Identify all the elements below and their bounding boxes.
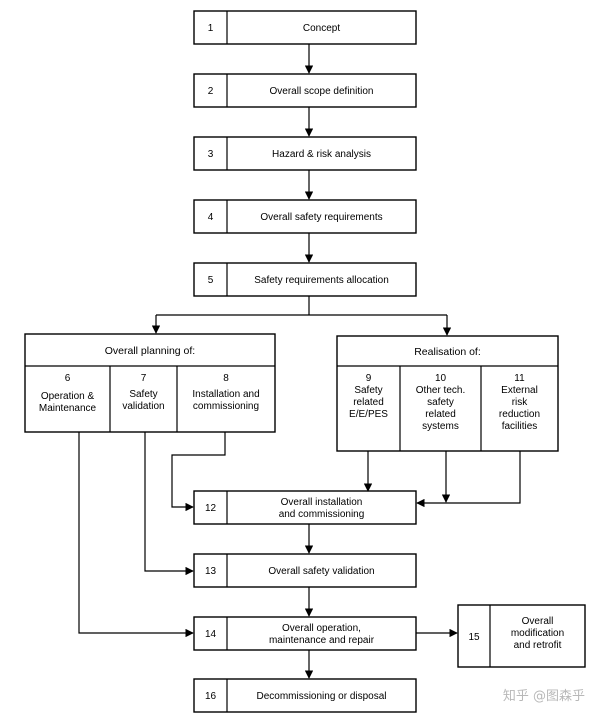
step-12-box: 12 Overall installation and commissionin…	[193, 490, 417, 525]
arrow-7-to-13	[144, 432, 194, 576]
step-13-number: 13	[205, 566, 217, 577]
step-5-label: Safety requirements allocation	[254, 275, 389, 286]
realisation-9-number: 9	[366, 373, 372, 384]
step-3-label: Hazard & risk analysis	[272, 149, 371, 160]
planning-header: Overall planning of:	[105, 345, 195, 357]
realisation-9-line-1: Safety	[354, 385, 382, 396]
realisation-11-line-4: facilities	[502, 421, 538, 432]
step-16-label: Decommissioning or disposal	[256, 691, 386, 702]
step-14-number: 14	[205, 629, 217, 640]
realisation-10-line-3: related	[425, 409, 456, 420]
step-16-number: 16	[205, 691, 217, 702]
watermark-text: 知乎 @图森乎	[503, 688, 585, 704]
step-15-box: 15 Overall modification and retrofit	[457, 604, 586, 668]
planning-6-line-2: Maintenance	[39, 403, 97, 414]
planning-8-line-2: commissioning	[193, 401, 259, 412]
step-2-number: 2	[208, 86, 214, 97]
realisation-10-line-4: systems	[422, 421, 459, 432]
step-4-box: 4 Overall safety requirements	[193, 199, 417, 234]
planning-7-line-2: validation	[122, 401, 164, 412]
arrow-11-to-12	[416, 451, 521, 508]
arrow-8-to-12	[171, 432, 226, 512]
step-12-line-1: Overall installation	[281, 497, 363, 508]
step-13-label: Overall safety validation	[268, 566, 374, 577]
realisation-10-line-2: safety	[427, 397, 454, 408]
realisation-11-number: 11	[514, 373, 525, 384]
realisation-9-line-3: E/E/PES	[349, 409, 388, 420]
step-15-number: 15	[468, 632, 480, 643]
realisation-block: Realisation of: 9 Safety related E/E/PES…	[336, 335, 559, 452]
step-16-box: 16 Decommissioning or disposal	[193, 678, 417, 713]
step-1-label: Concept	[303, 23, 340, 34]
step-15-line-1: Overall	[522, 616, 554, 627]
step-1-box: 1 Concept	[193, 10, 417, 45]
step-5-number: 5	[208, 275, 214, 286]
realisation-10-line-1: Other tech.	[416, 385, 465, 396]
step-2-label: Overall scope definition	[270, 86, 374, 97]
step-14-box: 14 Overall operation, maintenance and re…	[193, 616, 417, 651]
realisation-10-number: 10	[435, 373, 447, 384]
planning-8-number: 8	[223, 373, 229, 384]
step-15-line-3: and retrofit	[514, 640, 562, 651]
realisation-header: Realisation of:	[414, 346, 481, 358]
step-2-box: 2 Overall scope definition	[193, 73, 417, 108]
planning-6-line-1: Operation &	[41, 391, 95, 402]
step-4-label: Overall safety requirements	[260, 212, 382, 223]
step-13-box: 13 Overall safety validation	[193, 553, 417, 588]
step-5-box: 5 Safety requirements allocation	[193, 262, 417, 297]
planning-6-number: 6	[65, 373, 71, 384]
step-1-number: 1	[208, 23, 214, 34]
realisation-11-line-2: risk	[512, 397, 529, 408]
realisation-11-line-1: External	[501, 385, 538, 396]
realisation-11-line-3: reduction	[499, 409, 540, 420]
step-15-line-2: modification	[511, 628, 564, 639]
planning-block: Overall planning of: 6 Operation & Maint…	[24, 333, 276, 433]
planning-8-line-1: Installation and	[192, 389, 259, 400]
realisation-9-line-2: related	[353, 397, 384, 408]
step-14-line-2: maintenance and repair	[269, 635, 375, 646]
planning-7-number: 7	[141, 373, 147, 384]
planning-7-line-1: Safety	[129, 389, 157, 400]
step-3-box: 3 Hazard & risk analysis	[193, 136, 417, 171]
step-4-number: 4	[208, 212, 214, 223]
step-12-number: 12	[205, 503, 217, 514]
step-14-line-1: Overall operation,	[282, 623, 361, 634]
arrow-6-to-14	[78, 432, 194, 638]
step-3-number: 3	[208, 149, 214, 160]
step-12-line-2: and commissioning	[279, 509, 365, 520]
